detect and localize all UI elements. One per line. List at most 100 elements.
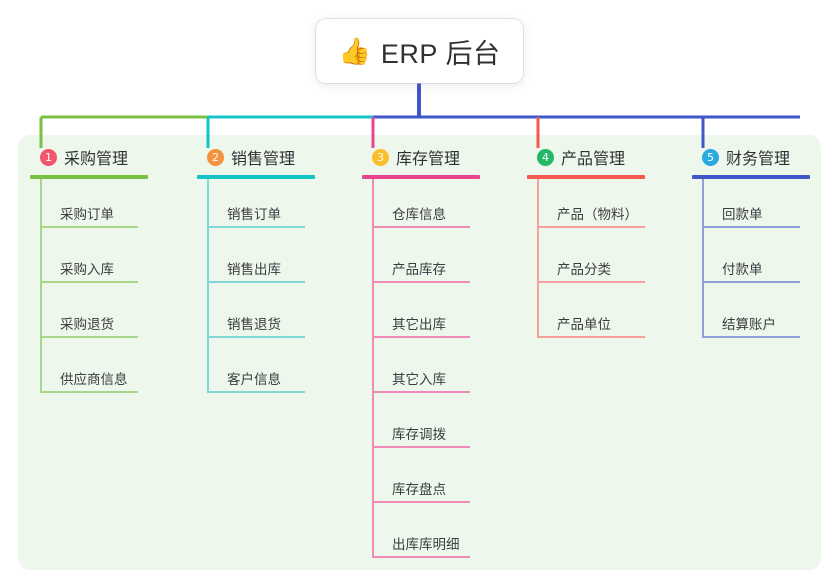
branch-item-list: 销售订单销售出库销售退货客户信息 bbox=[197, 179, 347, 399]
leaf-node-rule bbox=[537, 226, 645, 228]
leaf-node[interactable]: 付款单 bbox=[692, 234, 839, 289]
leaf-node[interactable]: 产品库存 bbox=[362, 234, 512, 289]
branch-number-badge: 3 bbox=[372, 148, 389, 166]
branch-column-2: 2 销售管理销售订单销售出库销售退货客户信息 bbox=[197, 145, 347, 399]
branch-number-badge: 4 bbox=[537, 148, 554, 166]
leaf-node-rule bbox=[40, 226, 138, 228]
leaf-node-rule bbox=[207, 281, 305, 283]
branch-title: 产品管理 bbox=[561, 151, 626, 168]
leaf-node[interactable]: 产品分类 bbox=[527, 234, 677, 289]
leaf-node-rule bbox=[372, 446, 470, 448]
branch-spine bbox=[40, 179, 42, 393]
leaf-node-label: 库存调拨 bbox=[392, 427, 446, 442]
branch-spine bbox=[372, 179, 374, 558]
branch-header-1[interactable]: 1 采购管理 bbox=[30, 145, 180, 169]
branch-number-badge: 5 bbox=[702, 148, 719, 166]
branch-title: 财务管理 bbox=[726, 151, 791, 168]
leaf-node[interactable]: 销售出库 bbox=[197, 234, 347, 289]
leaf-node-label: 其它入库 bbox=[392, 372, 446, 387]
branch-header-5[interactable]: 5 财务管理 bbox=[692, 145, 839, 169]
leaf-node[interactable]: 采购订单 bbox=[30, 179, 180, 234]
leaf-node[interactable]: 采购入库 bbox=[30, 234, 180, 289]
leaf-node[interactable]: 供应商信息 bbox=[30, 344, 180, 399]
branch-header-rule bbox=[692, 175, 810, 179]
leaf-node[interactable]: 销售订单 bbox=[197, 179, 347, 234]
branch-item-list: 采购订单采购入库采购退货供应商信息 bbox=[30, 179, 180, 399]
leaf-node-label: 客户信息 bbox=[227, 372, 281, 387]
leaf-node-rule bbox=[702, 281, 800, 283]
leaf-node[interactable]: 仓库信息 bbox=[362, 179, 512, 234]
leaf-node-rule bbox=[207, 391, 305, 393]
leaf-node-rule bbox=[372, 391, 470, 393]
leaf-node[interactable]: 产品单位 bbox=[527, 289, 677, 344]
leaf-node[interactable]: 出库库明细 bbox=[362, 509, 512, 564]
branch-spine bbox=[537, 179, 539, 338]
leaf-node-rule bbox=[372, 226, 470, 228]
leaf-node-label: 销售出库 bbox=[227, 262, 281, 277]
leaf-node[interactable]: 客户信息 bbox=[197, 344, 347, 399]
leaf-node[interactable]: 其它入库 bbox=[362, 344, 512, 399]
leaf-node[interactable]: 结算账户 bbox=[692, 289, 839, 344]
leaf-node-label: 回款单 bbox=[722, 207, 763, 222]
leaf-node-label: 其它出库 bbox=[392, 317, 446, 332]
leaf-node-rule bbox=[40, 281, 138, 283]
leaf-node-label: 付款单 bbox=[722, 262, 763, 277]
leaf-node-label: 结算账户 bbox=[722, 317, 776, 332]
branch-item-list: 回款单付款单结算账户 bbox=[692, 179, 839, 344]
branch-number-badge: 2 bbox=[207, 148, 224, 166]
leaf-node-rule bbox=[702, 336, 800, 338]
leaf-node[interactable]: 库存盘点 bbox=[362, 454, 512, 509]
leaf-node-rule bbox=[372, 281, 470, 283]
branch-header-rule bbox=[197, 175, 315, 179]
leaf-node-label: 销售退货 bbox=[227, 317, 281, 332]
leaf-node[interactable]: 回款单 bbox=[692, 179, 839, 234]
branch-header-2[interactable]: 2 销售管理 bbox=[197, 145, 347, 169]
leaf-node-label: 产品分类 bbox=[557, 262, 611, 277]
leaf-node-rule bbox=[40, 391, 138, 393]
branch-spine bbox=[702, 179, 704, 338]
leaf-node-rule bbox=[537, 336, 645, 338]
diagram-panel bbox=[18, 135, 821, 570]
branch-header-4[interactable]: 4 产品管理 bbox=[527, 145, 677, 169]
root-node[interactable]: 👍 ERP 后台 bbox=[316, 19, 523, 83]
branch-header-rule bbox=[30, 175, 148, 179]
leaf-node-rule bbox=[372, 501, 470, 503]
leaf-node-label: 销售订单 bbox=[227, 207, 281, 222]
leaf-node[interactable]: 采购退货 bbox=[30, 289, 180, 344]
leaf-node-label: 库存盘点 bbox=[392, 482, 446, 497]
branch-spine bbox=[207, 179, 209, 393]
branch-column-4: 4 产品管理产品（物料） 产品分类产品单位 bbox=[527, 145, 677, 344]
leaf-node-rule bbox=[702, 226, 800, 228]
leaf-node[interactable]: 产品（物料） bbox=[527, 179, 677, 234]
leaf-node-label: 产品（物料） bbox=[557, 207, 638, 222]
branch-column-5: 5 财务管理回款单付款单结算账户 bbox=[692, 145, 839, 344]
leaf-node[interactable]: 销售退货 bbox=[197, 289, 347, 344]
leaf-node-label: 采购订单 bbox=[60, 207, 114, 222]
branch-title: 采购管理 bbox=[64, 151, 129, 168]
leaf-node-label: 出库库明细 bbox=[392, 537, 460, 552]
leaf-node-rule bbox=[207, 336, 305, 338]
branch-number-badge: 1 bbox=[40, 148, 57, 166]
leaf-node-label: 供应商信息 bbox=[60, 372, 128, 387]
leaf-node-rule bbox=[372, 336, 470, 338]
branch-item-list: 仓库信息产品库存其它出库其它入库库存调拨库存盘点出库库明细 bbox=[362, 179, 512, 564]
leaf-node[interactable]: 其它出库 bbox=[362, 289, 512, 344]
leaf-node-label: 采购入库 bbox=[60, 262, 114, 277]
root-node-title: ERP 后台 bbox=[380, 38, 501, 69]
leaf-node-label: 仓库信息 bbox=[392, 207, 446, 222]
branch-title: 销售管理 bbox=[231, 151, 296, 168]
leaf-node-rule bbox=[207, 226, 305, 228]
leaf-node-label: 采购退货 bbox=[60, 317, 114, 332]
leaf-node-label: 产品单位 bbox=[557, 317, 611, 332]
thumbs-up-icon: 👍 bbox=[338, 36, 371, 66]
branch-header-rule bbox=[527, 175, 645, 179]
leaf-node-rule bbox=[372, 556, 470, 558]
leaf-node[interactable]: 库存调拨 bbox=[362, 399, 512, 454]
leaf-node-label: 产品库存 bbox=[392, 262, 446, 277]
branch-header-rule bbox=[362, 175, 480, 179]
branch-item-list: 产品（物料） 产品分类产品单位 bbox=[527, 179, 677, 344]
branch-column-1: 1 采购管理采购订单采购入库采购退货供应商信息 bbox=[30, 145, 180, 399]
